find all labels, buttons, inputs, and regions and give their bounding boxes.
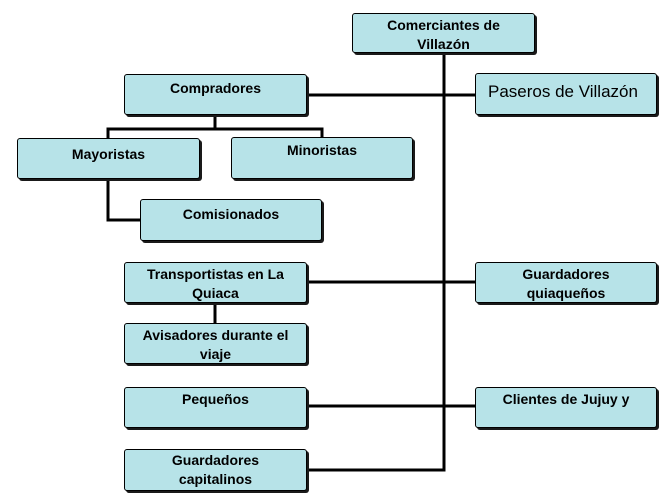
node-label: Mayoristas <box>71 146 146 162</box>
node-label: Guardadores quiaqueños <box>522 266 610 301</box>
node-label: Pequeños <box>182 391 249 407</box>
node-pequenos: Pequeños <box>124 387 307 428</box>
node-comerciantes-de-villazon: Comerciantes de Villazón <box>352 13 535 53</box>
node-label: Guardadores capitalinos <box>171 452 260 487</box>
node-mayoristas: Mayoristas <box>17 138 200 179</box>
node-label: Clientes de Jujuy y <box>502 391 630 407</box>
node-label: Comisionados <box>182 206 280 222</box>
node-label: Compradores <box>169 80 262 96</box>
node-label: Minoristas <box>286 142 357 158</box>
node-guardadores-capitalinos: Guardadores capitalinos <box>124 449 307 491</box>
node-label: Transportistas en La Quiaca <box>147 266 284 301</box>
node-transportistas-en-la-quiaca: Transportistas en La Quiaca <box>124 262 307 303</box>
node-paseros-de-villazon: Paseros de Villazón <box>475 73 657 115</box>
node-comisionados: Comisionados <box>140 199 322 241</box>
node-label: Paseros de Villazón <box>488 82 638 101</box>
node-label: Avisadores durante el viaje <box>142 327 289 362</box>
node-minoristas: Minoristas <box>231 137 413 179</box>
node-avisadores-durante-el-viaje: Avisadores durante el viaje <box>124 323 307 364</box>
node-guardadores-quiaquenos: Guardadores quiaqueños <box>475 262 657 303</box>
node-compradores: Compradores <box>124 74 307 115</box>
node-label: Comerciantes de Villazón <box>387 17 500 52</box>
node-clientes-de-jujuy: Clientes de Jujuy y <box>475 387 657 428</box>
